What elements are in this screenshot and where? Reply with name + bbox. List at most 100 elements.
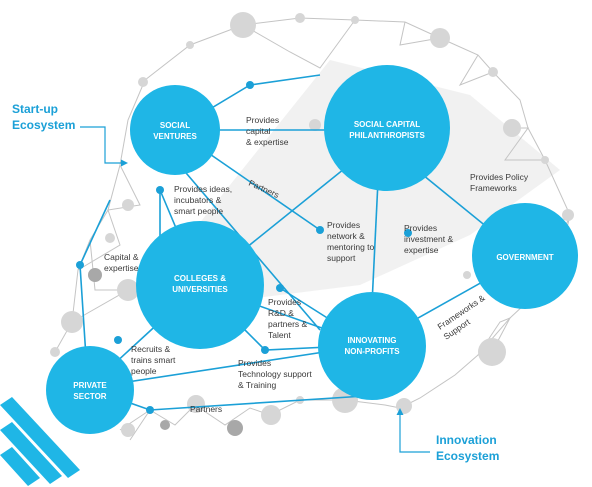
relation-line: mentoring to	[327, 242, 375, 252]
base-stripe	[0, 397, 80, 478]
startup-ecosystem-label: Start-up	[12, 102, 58, 116]
node-label-line: NON-PROFITS	[344, 347, 400, 356]
junction-dot	[261, 346, 269, 354]
relation-line: Frameworks	[470, 183, 517, 193]
mesh-dot	[121, 423, 135, 437]
mesh-dot	[295, 13, 305, 23]
mesh-dot	[541, 156, 549, 164]
mesh-dot	[50, 347, 60, 357]
mesh-dot	[160, 420, 170, 430]
relation-line: Provides	[327, 220, 360, 230]
junction-dot	[316, 226, 324, 234]
node-private-sector: PRIVATE SECTOR	[46, 346, 134, 434]
relation-line: Technology support	[238, 369, 312, 379]
mesh-dot	[478, 338, 506, 366]
junction-dot	[156, 186, 164, 194]
relation-partners-bottom: Partners	[190, 404, 222, 414]
node-colleges: COLLEGES & UNIVERSITIES	[136, 221, 264, 349]
startup-arrow-line	[80, 126, 124, 164]
relation-line: Provides	[238, 358, 271, 368]
mesh-dot	[562, 209, 574, 221]
mesh-dot	[122, 199, 134, 211]
mesh-dot	[138, 77, 148, 87]
node-label-line: GOVERNMENT	[496, 253, 553, 262]
relation-line: Recruits &	[131, 344, 171, 354]
mesh-dot	[230, 12, 256, 38]
junction-dot	[404, 229, 412, 237]
mesh-dot	[227, 420, 243, 436]
node-label-line: COLLEGES &	[174, 274, 226, 283]
relation-line: Capital &	[104, 252, 139, 262]
relation-line: investment &	[404, 234, 453, 244]
mesh-dot	[463, 271, 471, 279]
relation-line: Partners	[190, 404, 222, 414]
relation-line: & expertise	[246, 137, 289, 147]
relation-line: Provides ideas,	[174, 184, 232, 194]
junction-dot	[276, 284, 284, 292]
junction-dot	[246, 81, 254, 89]
relation-line: incubators &	[174, 195, 222, 205]
mesh-dots	[50, 12, 574, 437]
mesh-dot	[186, 41, 194, 49]
node-label-line: VENTURES	[153, 132, 197, 141]
relation-line: & Training	[238, 380, 277, 390]
junction-dot	[76, 261, 84, 269]
node-label-line: UNIVERSITIES	[172, 285, 228, 294]
relation-provides-rd: Provides R&D & partners & Talent	[268, 297, 308, 340]
node-social-ventures: SOCIAL VENTURES	[130, 85, 220, 175]
relation-line: capital	[246, 126, 271, 136]
node-label-line: SOCIAL	[160, 121, 190, 130]
junction-dots	[76, 81, 412, 414]
relation-provides-technology: Provides Technology support & Training	[238, 358, 312, 390]
relation-line: Provides	[404, 223, 437, 233]
relation-line: expertise	[404, 245, 439, 255]
innovation-arrow-line	[399, 412, 430, 453]
relation-provides-policy: Provides Policy Frameworks	[470, 172, 529, 193]
innovation-ecosystem-label: Innovation	[436, 433, 497, 447]
node-label-line: SECTOR	[73, 392, 106, 401]
relation-provides-investment: Provides investment & expertise	[404, 223, 453, 255]
innovation-arrow-head	[396, 408, 404, 415]
innovation-ecosystem-label: Ecosystem	[436, 449, 499, 463]
relation-line: Provides Policy	[470, 172, 529, 182]
relation-line: Provides	[246, 115, 279, 125]
node-label-line: PHILANTHROPISTS	[349, 131, 425, 140]
base-stripe	[0, 447, 40, 486]
node-label-line: PRIVATE	[73, 381, 107, 390]
startup-ecosystem-callout: Start-up Ecosystem	[12, 102, 128, 167]
junction-dot	[114, 336, 122, 344]
relation-provides-capital: Provides capital & expertise	[246, 115, 289, 147]
relation-provides-ideas: Provides ideas, incubators & smart peopl…	[174, 184, 232, 216]
mesh-dot	[88, 268, 102, 282]
relation-line: network &	[327, 231, 365, 241]
startup-ecosystem-label: Ecosystem	[12, 118, 75, 132]
lightbulb-base	[0, 397, 80, 486]
relation-line: Provides	[268, 297, 301, 307]
relation-line: smart people	[174, 206, 223, 216]
base-stripe	[0, 422, 62, 484]
relation-line: trains smart	[131, 355, 176, 365]
relation-capital-expertise: Capital & expertise	[104, 252, 139, 273]
mesh-dot	[105, 233, 115, 243]
mesh-dot	[503, 119, 521, 137]
mesh-dot	[351, 16, 359, 24]
node-government: GOVERNMENT	[472, 203, 578, 309]
mesh-dot	[61, 311, 83, 333]
mesh-dot	[187, 395, 205, 413]
node-label-line: SOCIAL CAPITAL	[354, 120, 420, 129]
relation-line: partners &	[268, 319, 308, 329]
mesh-dot	[488, 67, 498, 77]
relation-line: expertise	[104, 263, 139, 273]
node-non-profits: INNOVATING NON-PROFITS	[318, 292, 426, 400]
relation-frameworks-support: Frameworks & Support	[436, 293, 487, 342]
mesh-dot	[261, 405, 281, 425]
relation-line: support	[327, 253, 356, 263]
mesh-dot	[117, 279, 139, 301]
relation-line: Talent	[268, 330, 291, 340]
innovation-ecosystem-callout: Innovation Ecosystem	[396, 408, 499, 463]
junction-dot	[146, 406, 154, 414]
node-label-line: INNOVATING	[347, 336, 396, 345]
startup-arrow-head	[121, 159, 128, 167]
